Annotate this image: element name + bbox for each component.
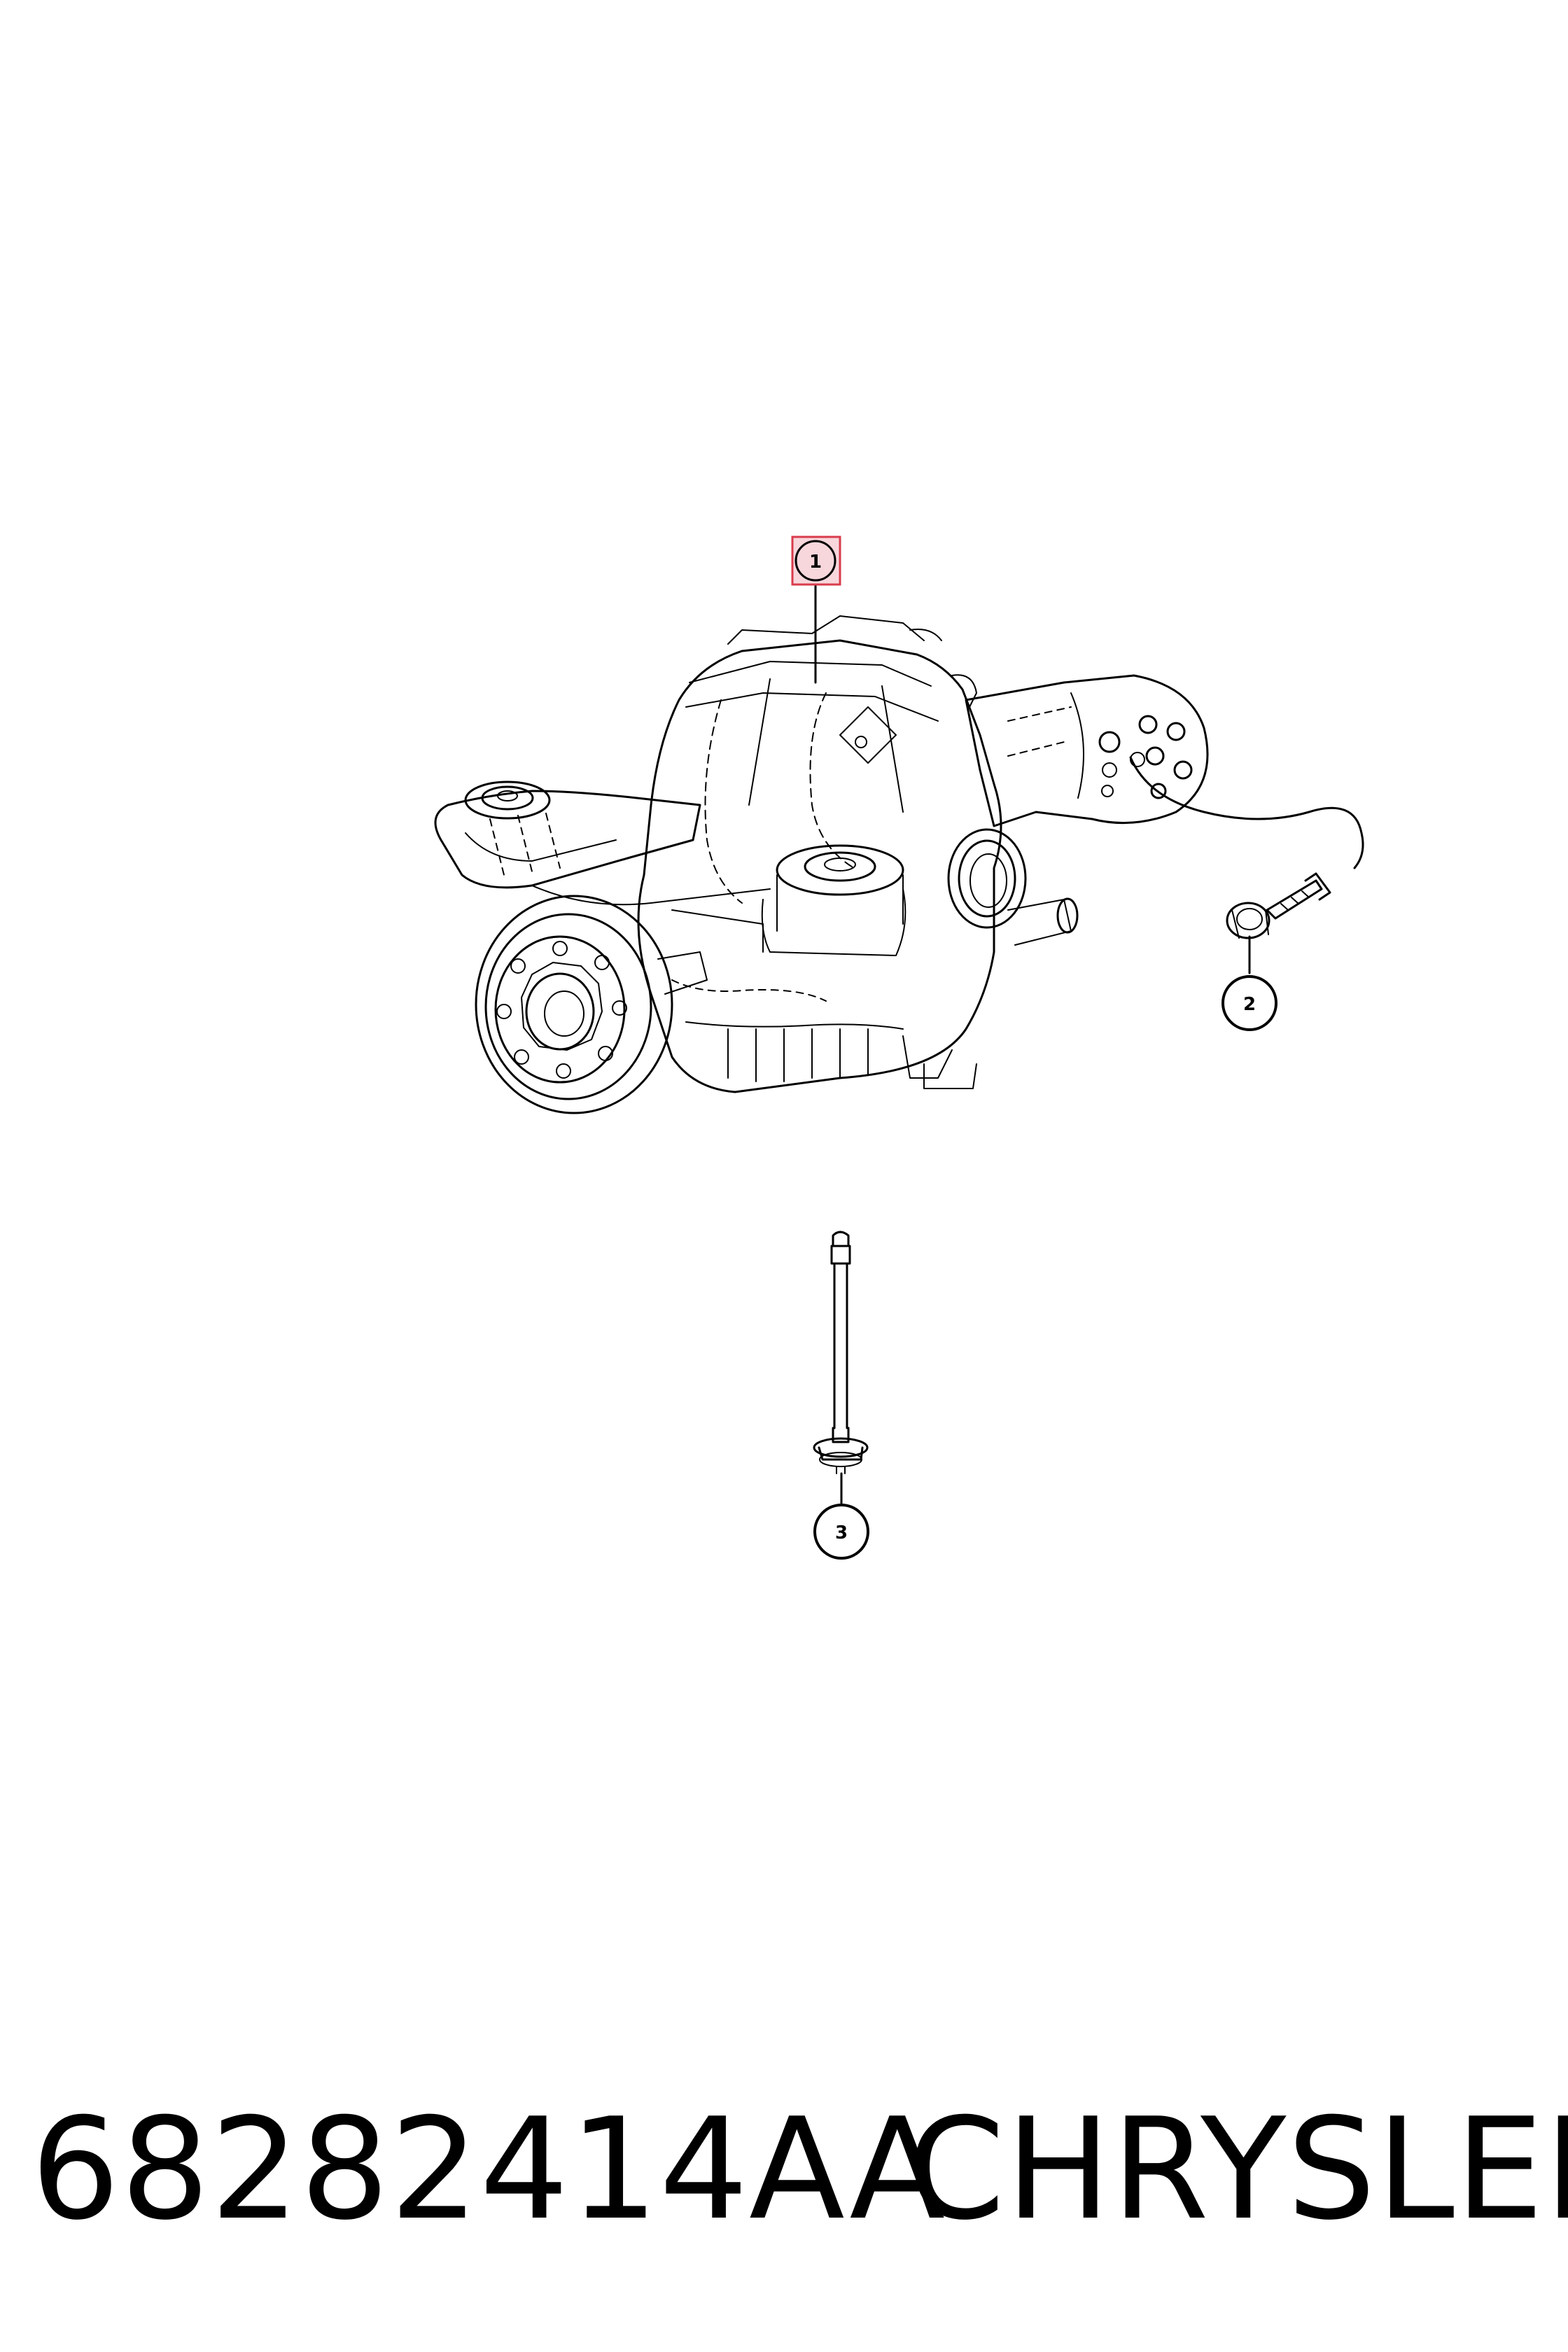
left-bushing: [464, 780, 551, 820]
center-bushing: [776, 844, 904, 896]
pinion-flange: [475, 895, 673, 1114]
long-mounting-bolt[interactable]: [813, 1231, 869, 1474]
footer: 68282414AA CHRYSLER: [0, 2065, 1568, 2275]
vent-hose: [1129, 756, 1364, 869]
callout-leaders: [814, 583, 1251, 1506]
part-number: 68282414AA: [31, 2088, 946, 2251]
callout-2-label: 2: [1243, 994, 1256, 1015]
callout-1[interactable]: 1: [791, 536, 841, 586]
right-output-seal: [947, 828, 1027, 929]
housing: [637, 639, 1002, 1093]
mounting-bolt[interactable]: [1226, 872, 1331, 939]
callout-3[interactable]: 3: [813, 1504, 869, 1560]
brand-name: CHRYSLER: [907, 2088, 1568, 2251]
callout-highlight: [791, 536, 841, 586]
differential-assembly[interactable]: [434, 615, 1364, 1114]
right-mount-arm: [965, 674, 1209, 827]
callout-2[interactable]: 2: [1222, 975, 1278, 1031]
callout-1-label: 1: [809, 552, 822, 573]
callout-3-label: 3: [835, 1522, 848, 1544]
left-mount-arm: [434, 790, 701, 889]
